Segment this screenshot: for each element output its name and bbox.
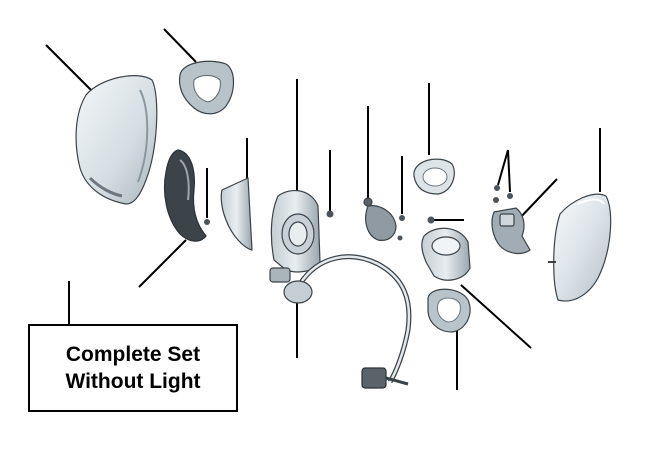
cap-piece-part (220, 177, 253, 251)
leader-line-housing (460, 284, 532, 349)
leader-line-screw-c1 (497, 149, 509, 186)
mirror-cover-part (75, 75, 158, 205)
motor-part (363, 197, 403, 241)
complete-set-label: Complete Set Without Light (28, 324, 238, 412)
indicator-pin (204, 168, 210, 225)
label-line-2: Without Light (65, 370, 201, 393)
leader-line-trim-ring (163, 28, 197, 63)
screw-c-part (493, 185, 513, 203)
bracket-part (269, 189, 321, 283)
gasket-part (413, 158, 455, 195)
leader-line-cover (45, 44, 97, 96)
leader-lines (45, 28, 601, 390)
screw-a-part (326, 210, 334, 218)
mirror-glass-part (548, 193, 612, 302)
leader-line-indicator (138, 239, 187, 288)
screw-b-part (399, 215, 405, 221)
housing-part (421, 227, 471, 281)
cable-harness-part (283, 254, 412, 389)
label-line-1: Complete Set (65, 343, 201, 366)
actuator-part (491, 207, 531, 255)
seal-part (427, 288, 471, 333)
leader-line-screw-c2 (507, 149, 511, 193)
indicator-part (163, 149, 207, 242)
clip-part (427, 216, 435, 224)
leader-line-actuator (517, 178, 558, 221)
trim-ring-part (178, 60, 235, 115)
